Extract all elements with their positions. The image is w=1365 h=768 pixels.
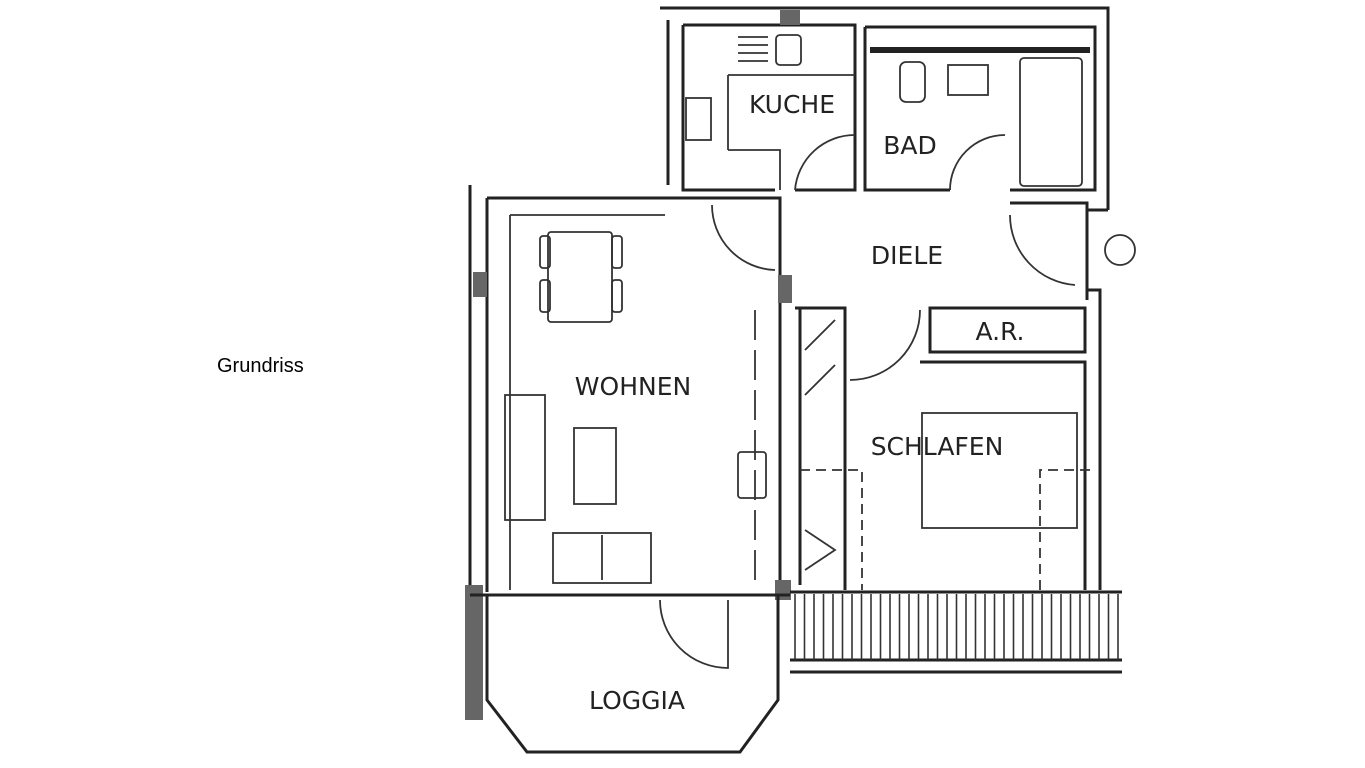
room-label-schlafen: SCHLAFEN (871, 432, 1004, 461)
room-label-bad: BAD (883, 131, 937, 160)
room-label-kueche: KUCHE (749, 90, 835, 119)
room-label-diele: DIELE (871, 241, 943, 270)
balcony-railing (794, 594, 1119, 660)
room-labels: KUCHE BAD DIELE A.R. WOHNEN SCHLAFEN LOG… (575, 90, 1025, 715)
room-label-loggia: LOGGIA (589, 686, 685, 715)
room-label-abstellraum: A.R. (975, 317, 1024, 346)
walls (465, 6, 1136, 754)
room-label-wohnen: WOHNEN (575, 372, 691, 401)
caption-grundriss: Grundriss (217, 355, 304, 377)
